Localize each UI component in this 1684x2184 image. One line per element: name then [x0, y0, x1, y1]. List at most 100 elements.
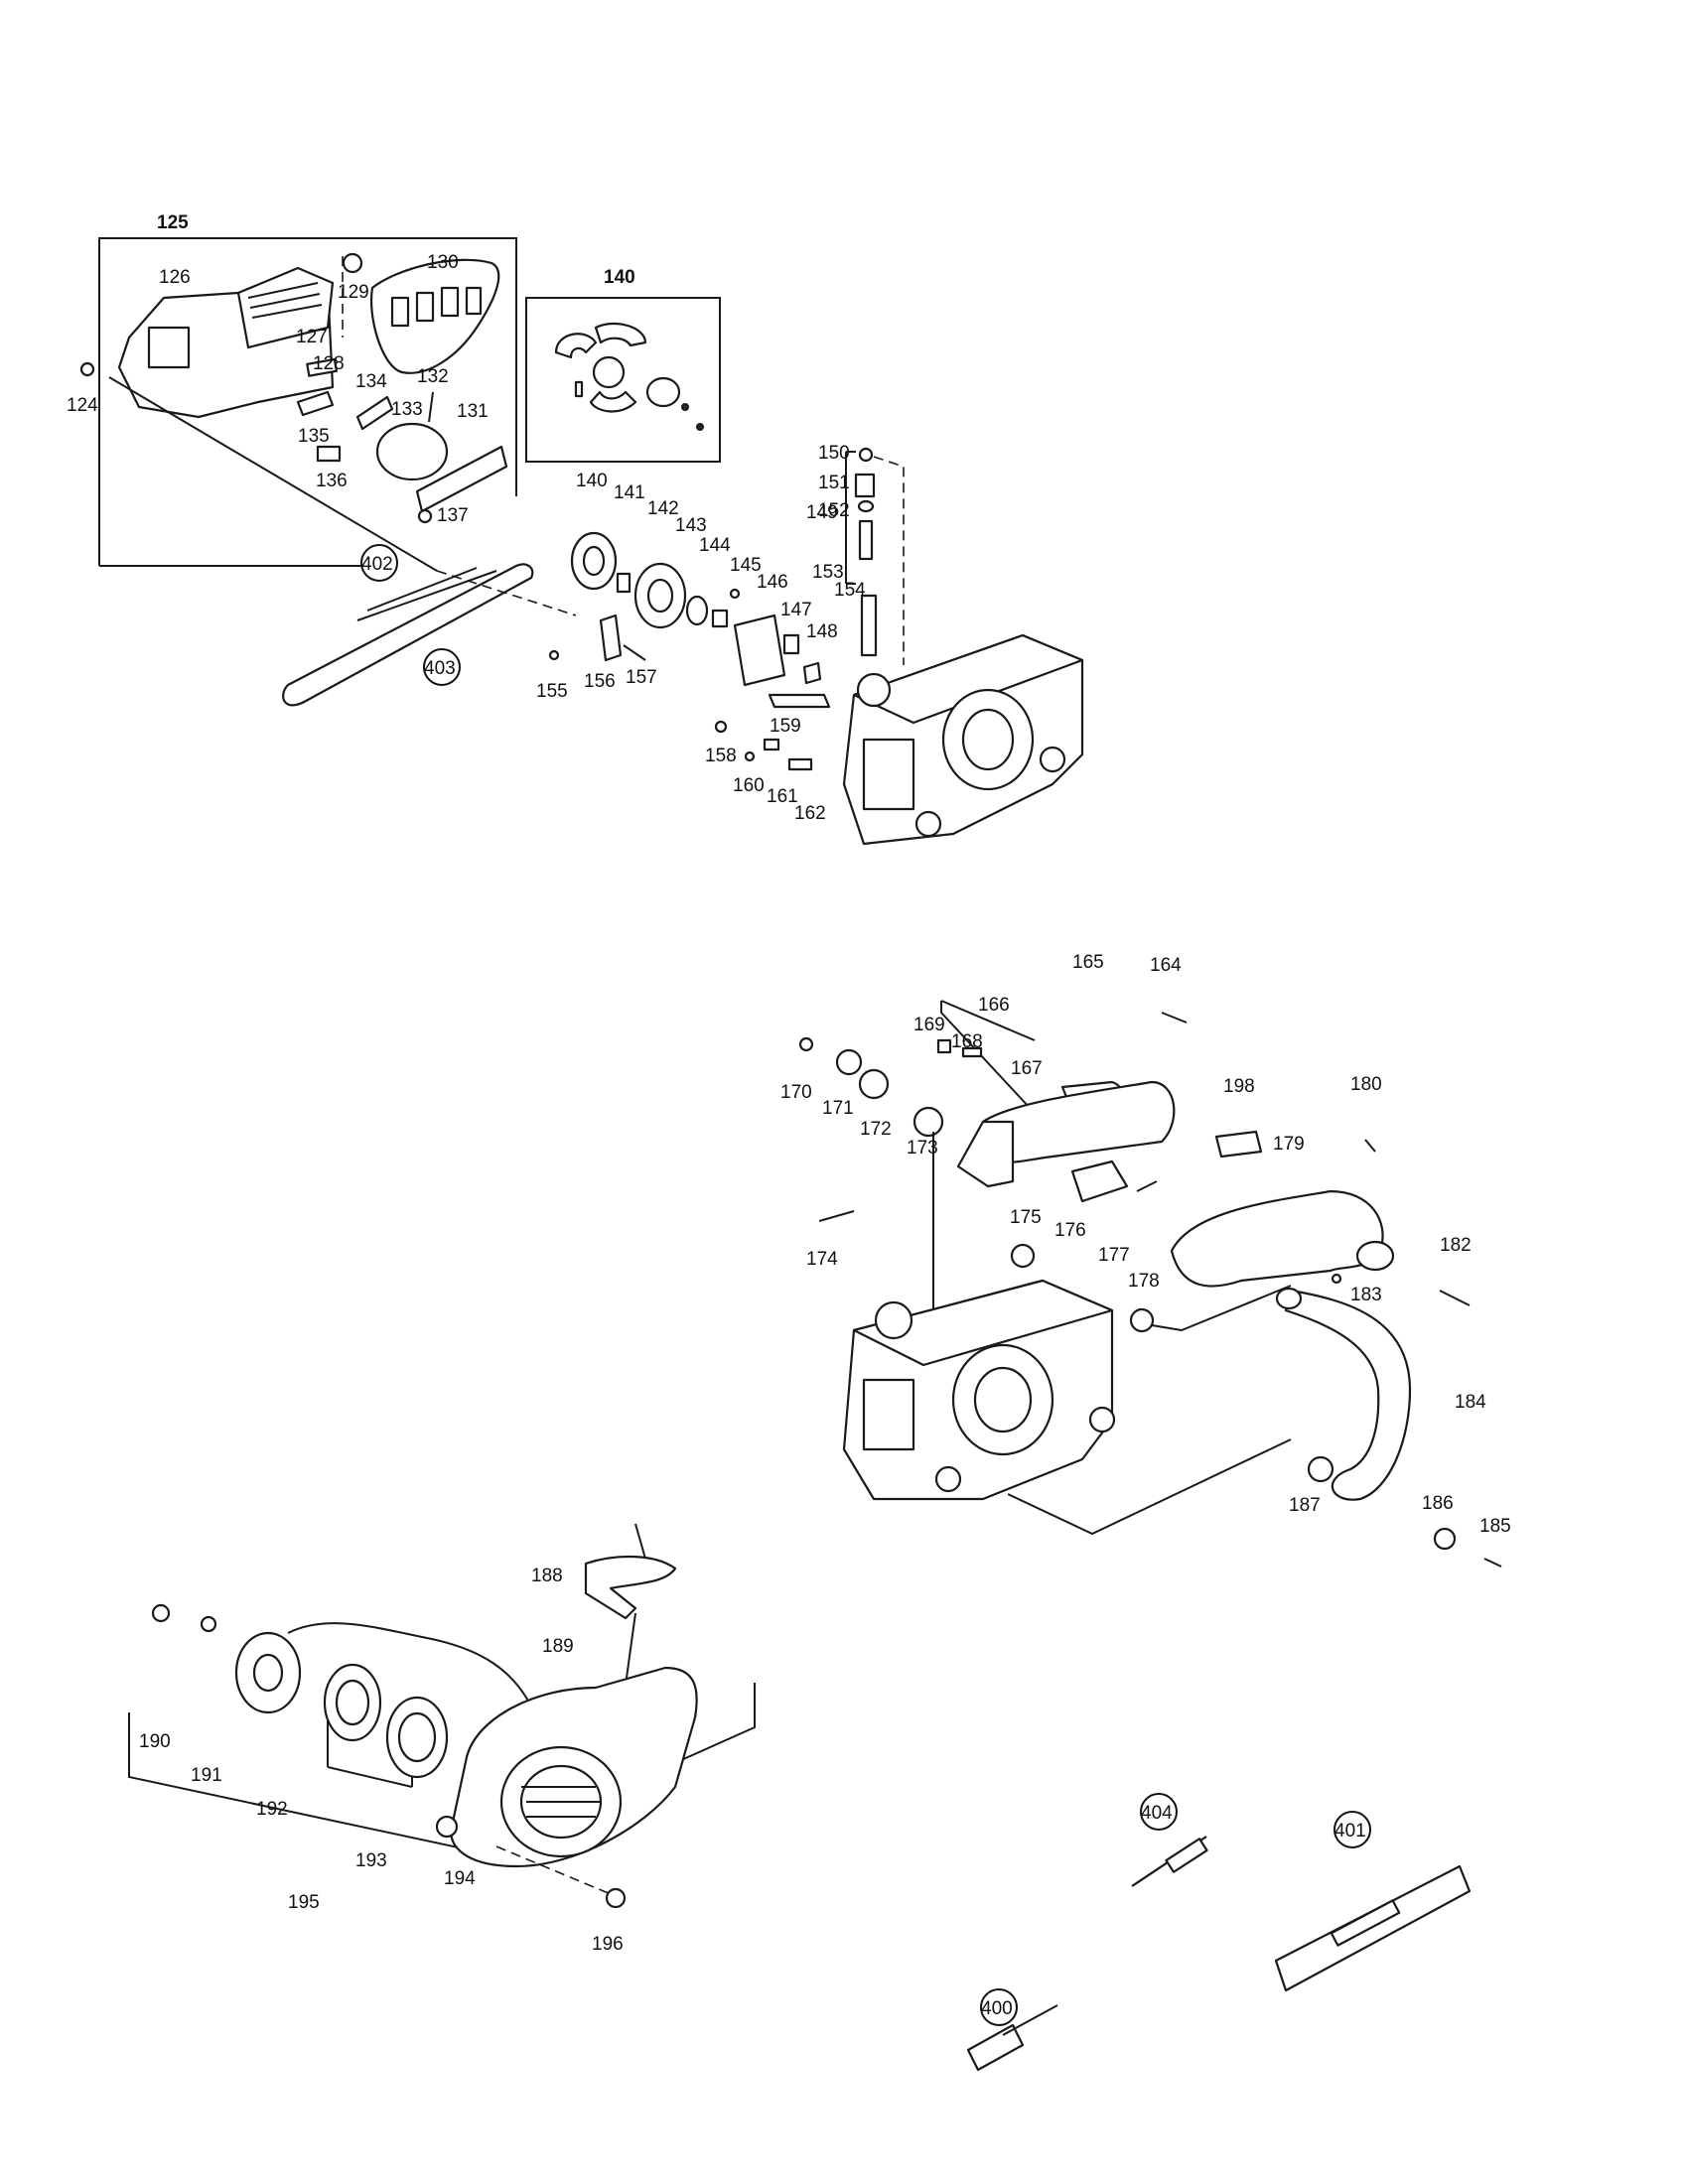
- label-128: 128: [313, 353, 345, 374]
- hand-guard-130: [370, 258, 500, 374]
- rope-clip: [634, 1523, 646, 1560]
- label-130: 130: [427, 252, 459, 273]
- label-150: 150: [818, 443, 850, 464]
- brake-band-133: [375, 422, 449, 481]
- screw-180: [1364, 1139, 1376, 1153]
- label-circle-400: [980, 1988, 1018, 2026]
- label-143: 143: [675, 515, 707, 536]
- tools-group: [966, 1836, 1472, 2072]
- hose-153: [858, 519, 874, 561]
- throttle-trigger-176: [1070, 1160, 1129, 1203]
- spring-169: [936, 1038, 952, 1054]
- brake-housing: [117, 266, 335, 419]
- label-161: 161: [767, 786, 798, 807]
- label-153: 153: [812, 562, 844, 583]
- label-196: 196: [592, 1934, 624, 1955]
- link-128: [296, 390, 335, 417]
- label-175: 175: [1010, 1207, 1042, 1228]
- screw-124: [79, 361, 95, 377]
- label-157: 157: [626, 667, 657, 688]
- crankcase-top: [842, 633, 1084, 846]
- label-402: 402: [361, 554, 393, 575]
- screw-155: [548, 649, 560, 661]
- assembly-line-187: [1007, 1438, 1292, 1536]
- label-168: 168: [951, 1031, 983, 1052]
- label-154: 154: [834, 580, 866, 601]
- label-180: 180: [1350, 1074, 1382, 1095]
- damper-172: [858, 1068, 890, 1100]
- damper-178: [1129, 1307, 1155, 1333]
- label-185: 185: [1479, 1516, 1511, 1537]
- assembly-125-bracket: [98, 237, 517, 566]
- label-160: 160: [733, 775, 765, 796]
- label-403: 403: [424, 658, 456, 679]
- starter-193-bracket: [327, 1766, 413, 1788]
- label-126: 126: [159, 267, 191, 288]
- label-circle-404: [1140, 1793, 1178, 1831]
- label-183: 183: [1350, 1285, 1382, 1305]
- lever-159: [768, 693, 831, 709]
- label-133: 133: [391, 399, 423, 420]
- label-156: 156: [584, 671, 616, 692]
- label-178: 178: [1128, 1271, 1160, 1292]
- label-171: 171: [822, 1098, 854, 1119]
- label-170: 170: [780, 1082, 812, 1103]
- label-164: 164: [1150, 955, 1182, 976]
- label-165: 165: [1072, 952, 1104, 973]
- label-159: 159: [770, 716, 801, 737]
- lever-134: [355, 395, 394, 431]
- clutch-kit-box: [525, 297, 721, 463]
- label-131: 131: [457, 401, 489, 422]
- ring-171: [835, 1048, 863, 1076]
- label-144: 144: [699, 535, 731, 556]
- label-172: 172: [860, 1119, 892, 1140]
- label-129: 129: [338, 282, 369, 303]
- screw-164: [1161, 1012, 1188, 1024]
- filter-148: [802, 661, 822, 685]
- damper-175: [1010, 1243, 1036, 1269]
- label-174: 174: [806, 1249, 838, 1270]
- oring-152: [857, 499, 875, 513]
- label-190: 190: [139, 1731, 171, 1752]
- saw-chain-402: [356, 570, 497, 621]
- bolt-190: [151, 1603, 171, 1623]
- plate-131: [415, 445, 508, 513]
- label-198: 198: [1223, 1076, 1255, 1097]
- label-187: 187: [1289, 1495, 1321, 1516]
- label-182: 182: [1440, 1235, 1472, 1256]
- handle-assembly-group: [798, 1000, 1502, 1568]
- damper-173-ring: [912, 1106, 944, 1138]
- nut-129: [342, 252, 363, 274]
- starter-cover-194: [435, 1666, 698, 1868]
- screw-185: [1483, 1558, 1502, 1568]
- collar-186: [1433, 1527, 1457, 1551]
- pin-127: [306, 357, 339, 377]
- label-186: 186: [1422, 1493, 1454, 1514]
- pin-162: [787, 757, 813, 771]
- spring-157: [623, 644, 646, 661]
- label-192: 192: [256, 1799, 288, 1820]
- pin-161: [763, 738, 780, 751]
- pin-168: [961, 1046, 983, 1058]
- cap-150: [858, 447, 874, 463]
- label-142: 142: [647, 498, 679, 519]
- hose-151: [854, 473, 876, 498]
- label-circle-401: [1333, 1811, 1371, 1848]
- label-404: 404: [1141, 1803, 1173, 1824]
- label-145: 145: [730, 555, 762, 576]
- nut-183: [1331, 1273, 1342, 1285]
- switch-198: [1214, 1130, 1263, 1159]
- screw-170: [798, 1036, 814, 1052]
- label-179: 179: [1273, 1134, 1305, 1155]
- label-167: 167: [1011, 1058, 1043, 1079]
- label-184: 184: [1455, 1392, 1486, 1413]
- pin-160: [744, 751, 756, 762]
- label-193: 193: [355, 1850, 387, 1871]
- spring-135: [316, 445, 342, 463]
- label-137: 137: [437, 505, 469, 526]
- starter-assembly-group: [128, 1523, 756, 1909]
- washer-143: [685, 595, 709, 626]
- assembly-line-bar: [108, 376, 438, 572]
